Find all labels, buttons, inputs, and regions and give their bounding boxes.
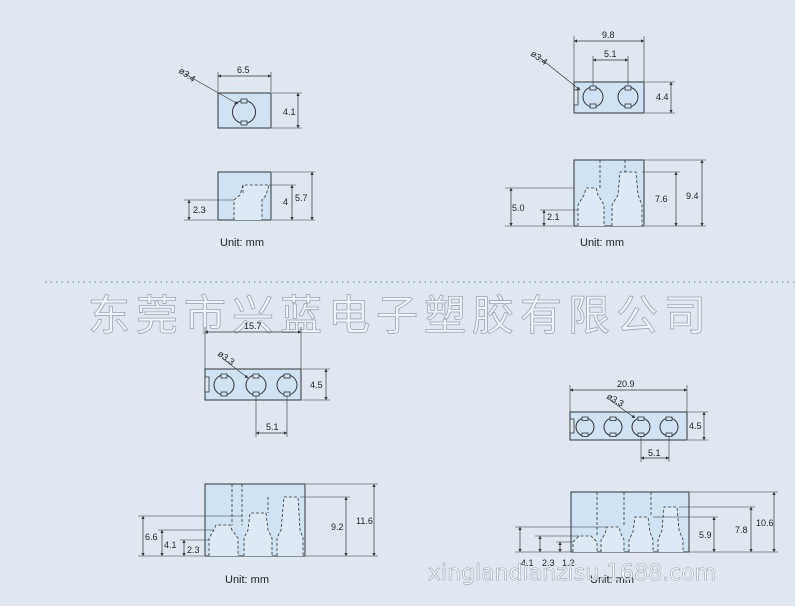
width-label: 15.7 bbox=[244, 321, 262, 331]
drawing-three-pin: ø3.3 15.7 5.1 4.5 6.6 4.1 2.3 bbox=[138, 321, 378, 586]
side-dim-b: 4 bbox=[283, 197, 288, 207]
top-view bbox=[204, 327, 330, 437]
side-dim-e: 11.6 bbox=[356, 516, 373, 526]
height-label: 4.1 bbox=[283, 107, 296, 117]
side-dim-c: 2.3 bbox=[187, 545, 200, 555]
side-dim-c: 7.6 bbox=[655, 194, 668, 204]
height-label: 4.5 bbox=[310, 380, 323, 390]
side-dim-f: 10.6 bbox=[756, 518, 774, 528]
side-view bbox=[184, 171, 315, 221]
company-watermark: 东莞市兴蓝电子塑胶有限公司 bbox=[88, 291, 712, 340]
drawing-four-pin: ø3.3 20.9 5.1 4.5 4 bbox=[515, 379, 778, 586]
side-dim-a: 2.3 bbox=[193, 205, 206, 215]
top-view bbox=[184, 72, 302, 129]
side-dim-c: 1.2 bbox=[562, 558, 575, 568]
diameter-label: ø3.3 bbox=[216, 348, 236, 367]
height-label: 4.5 bbox=[689, 421, 702, 431]
width-label: 9.8 bbox=[602, 30, 615, 40]
side-dim-d: 9.2 bbox=[331, 522, 344, 532]
pitch-label: 5.1 bbox=[266, 422, 279, 432]
diameter-label: ø3.4 bbox=[529, 48, 549, 67]
width-label: 6.5 bbox=[237, 65, 250, 75]
side-dim-b: 2.1 bbox=[547, 212, 560, 222]
top-view bbox=[569, 385, 708, 462]
side-dim-a: 6.6 bbox=[145, 532, 158, 542]
pitch-label: 5.1 bbox=[648, 448, 661, 458]
side-view bbox=[138, 483, 378, 557]
side-view bbox=[505, 159, 706, 227]
side-dim-c: 5.7 bbox=[295, 193, 308, 203]
side-dim-a: 5.0 bbox=[512, 203, 525, 213]
side-dim-e: 7.8 bbox=[735, 525, 748, 535]
unit-label: Unit: mm bbox=[590, 574, 634, 586]
drawing-two-pin: ø3.4 9.8 5.1 4.4 5.0 2.1 7.6 9.4 Unit: m… bbox=[505, 30, 706, 249]
side-dim-d: 5.9 bbox=[699, 530, 712, 540]
width-label: 20.9 bbox=[617, 379, 635, 389]
side-dim-b: 2.3 bbox=[542, 558, 555, 568]
unit-label: Unit: mm bbox=[225, 574, 269, 586]
side-dim-d: 9.4 bbox=[686, 191, 699, 201]
side-dim-a: 4.1 bbox=[521, 558, 534, 568]
site-watermark: xinglandianzisu.1688.com bbox=[428, 561, 716, 586]
height-label: 4.4 bbox=[656, 92, 669, 102]
diameter-label: ø3.3 bbox=[605, 391, 626, 409]
pitch-label: 5.1 bbox=[604, 49, 617, 59]
drawing-one-pin: ø3.4 6.5 4.1 2.3 4 5.7 Unit: mm bbox=[177, 65, 315, 249]
diameter-label: ø3.4 bbox=[177, 65, 197, 84]
top-view bbox=[539, 36, 675, 114]
side-dim-b: 4.1 bbox=[164, 540, 177, 550]
side-view bbox=[515, 491, 778, 553]
unit-label: Unit: mm bbox=[220, 237, 264, 249]
unit-label: Unit: mm bbox=[580, 237, 624, 249]
